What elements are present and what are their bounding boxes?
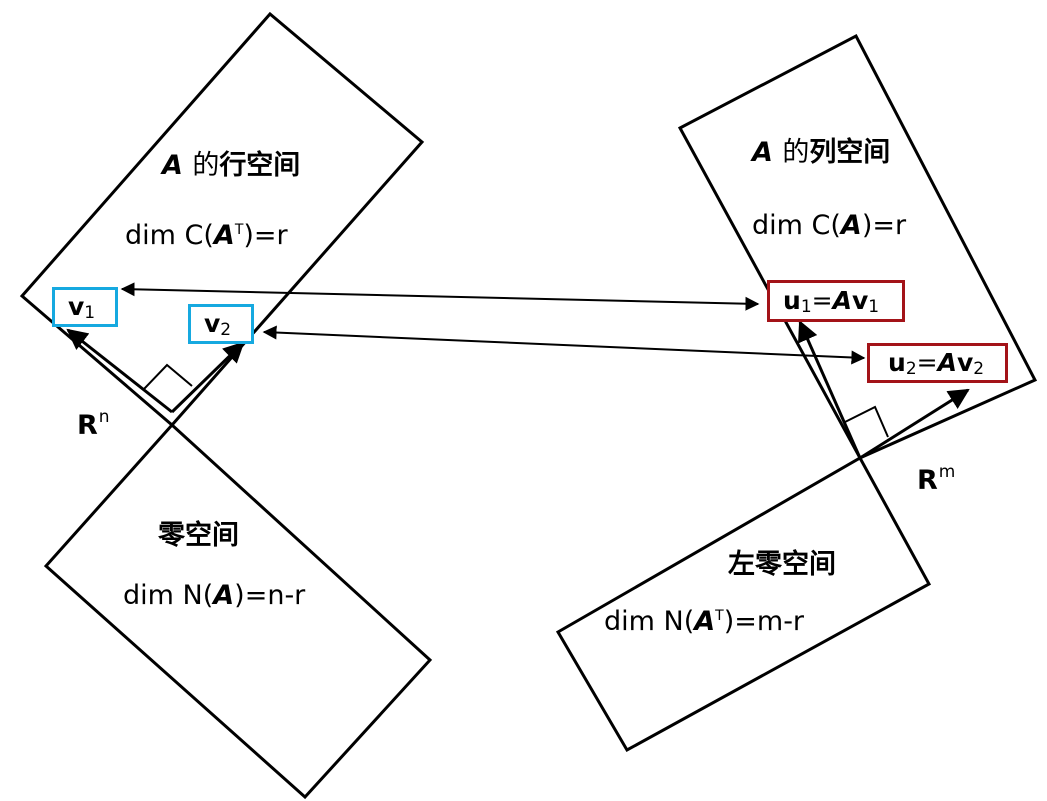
matrix-a-symbol: A: [840, 210, 862, 241]
u2-box: [867, 343, 1008, 383]
dim-suffix: )=m-r: [723, 606, 805, 637]
column-space-dimension: dim C(A)=r: [752, 212, 906, 239]
n-superscript: n: [98, 407, 110, 427]
right-angle-marker-left: [143, 363, 193, 390]
dim-suffix: )=r: [243, 220, 288, 251]
transpose-superscript: T: [234, 222, 244, 238]
left-null-space-rectangle: [555, 455, 932, 753]
null-space-rectangle: [43, 422, 433, 800]
v-symbol: v: [204, 309, 221, 338]
mapping-arrow-v2-u2: [262, 325, 866, 365]
subscript: 2: [973, 359, 985, 379]
row-space-title: A 的行空间: [162, 152, 300, 179]
rm-space-label: Rm: [917, 464, 955, 496]
v2-label: v2: [204, 309, 231, 339]
u2-vector: [859, 388, 970, 460]
dim-prefix: dim N(: [604, 606, 695, 637]
matrix-a-symbol: A: [752, 137, 773, 168]
title-particle: 的: [782, 137, 810, 168]
right-angle-marker-right: [844, 405, 889, 438]
matrix-a-symbol: A: [832, 286, 852, 315]
v-symbol: v: [851, 286, 869, 315]
left-null-space-title: 左零空间: [728, 549, 836, 580]
left-null-space-dimension: dim N(AT)=m-r: [604, 608, 804, 635]
row-space-dimension: dim C(AT)=r: [125, 222, 288, 249]
matrix-a-symbol: A: [213, 220, 235, 251]
matrix-a-symbol: A: [162, 150, 183, 181]
equals-sign: =: [811, 286, 833, 315]
null-space-title: 零空间: [158, 520, 239, 551]
v2-vector: [170, 341, 245, 414]
u-symbol: u: [888, 348, 906, 377]
dim-suffix: )=n-r: [234, 580, 306, 611]
v2-box: [188, 304, 254, 344]
column-space-rectangle: [677, 33, 1038, 460]
subscript: 1: [868, 297, 880, 317]
r-symbol: R: [917, 465, 938, 496]
v1-vector: [66, 328, 173, 414]
dim-suffix: )=r: [861, 210, 907, 241]
subscript: 1: [84, 303, 96, 323]
u1-vector: [798, 320, 862, 459]
v1-box: [52, 287, 118, 327]
subscript: 2: [905, 359, 917, 379]
column-space-title-text: 列空间: [809, 137, 891, 168]
transpose-superscript: T: [715, 608, 724, 624]
dim-prefix: dim N(: [123, 580, 214, 611]
u1-box: [767, 280, 905, 322]
m-superscript: m: [938, 462, 956, 482]
u1-label: u1=Av1: [783, 286, 879, 316]
row-space-rectangle: [19, 11, 425, 428]
rn-space-label: Rn: [77, 409, 110, 441]
r-symbol: R: [77, 410, 98, 441]
mapping-arrow-v1-u1: [120, 282, 760, 311]
dim-prefix: dim C(: [752, 210, 841, 241]
v-symbol: v: [68, 292, 85, 321]
equals-sign: =: [916, 348, 938, 377]
column-space-title: A 的列空间: [752, 139, 890, 166]
dim-prefix: dim C(: [125, 220, 214, 251]
matrix-a-symbol: A: [213, 580, 235, 611]
row-space-title-text: 行空间: [219, 150, 301, 181]
subscript: 2: [220, 320, 232, 340]
u-symbol: u: [783, 286, 801, 315]
v1-label: v1: [68, 292, 95, 322]
v-symbol: v: [956, 348, 974, 377]
null-space-dimension: dim N(A)=n-r: [123, 582, 305, 609]
u2-label: u2=Av2: [888, 348, 984, 378]
subscript: 1: [800, 297, 812, 317]
matrix-a-symbol: A: [694, 606, 716, 637]
title-particle: 的: [192, 150, 220, 181]
matrix-a-symbol: A: [937, 348, 957, 377]
